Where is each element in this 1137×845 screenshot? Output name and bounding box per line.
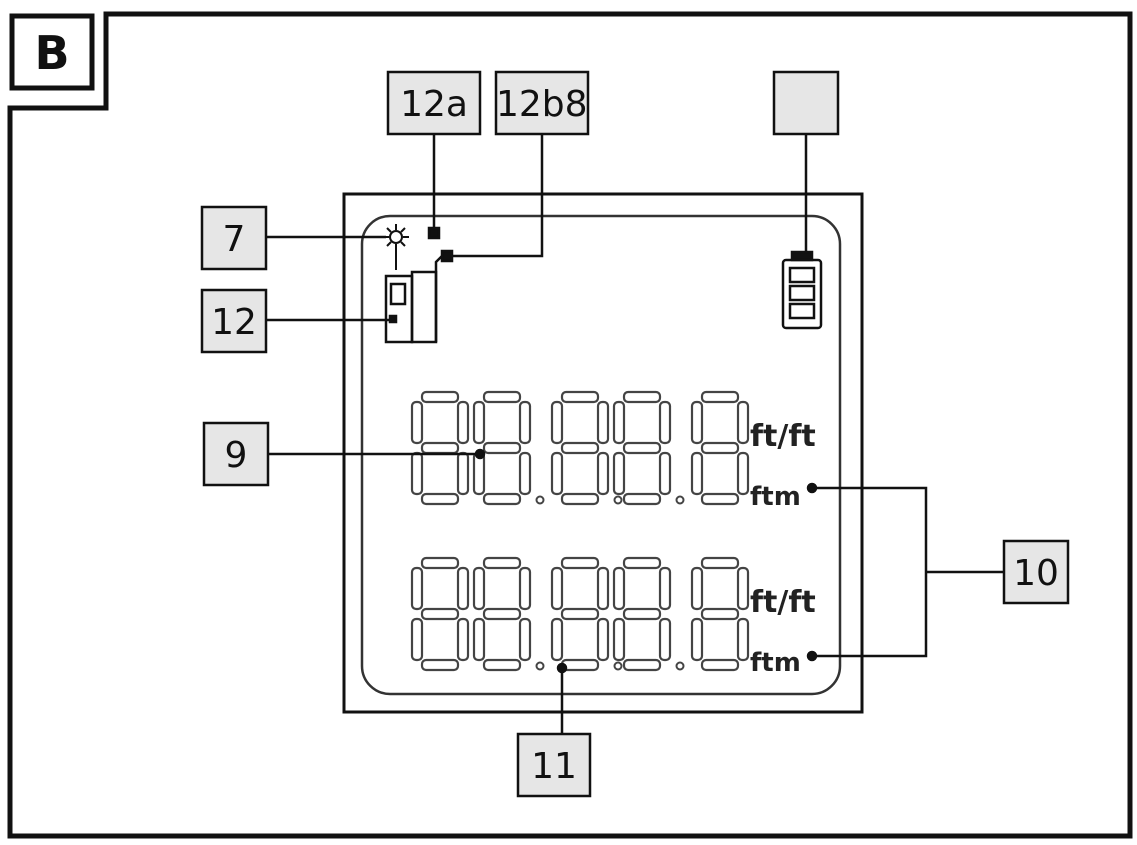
callout-battery <box>772 70 840 136</box>
decimal-point <box>613 661 623 671</box>
callout-12: 12 <box>200 288 268 354</box>
callout-7: 7 <box>200 205 268 271</box>
callout-label: 12 <box>211 302 257 343</box>
laser-icon <box>383 224 409 270</box>
callout-label: 12b8 <box>496 84 588 125</box>
callout-label: 9 <box>225 435 248 476</box>
callout-label: 10 <box>1013 553 1059 594</box>
callout-11: 11 <box>516 732 592 798</box>
lcd-digit <box>472 390 532 506</box>
callout-12a: 12a <box>386 70 482 136</box>
callout-9: 9 <box>202 421 270 487</box>
decimal-point <box>613 495 623 505</box>
lcd-digit <box>690 390 750 506</box>
decimal-point <box>535 661 545 671</box>
lcd-digit <box>612 390 672 506</box>
callout-12b: 12b8 <box>494 70 590 136</box>
lcd-digit <box>410 390 470 506</box>
callout-label: 11 <box>531 746 577 787</box>
lcd-digit <box>472 556 532 672</box>
decimal-point <box>535 495 545 505</box>
callout-10: 10 <box>1002 539 1070 605</box>
display-row-primary <box>410 390 750 506</box>
unit-indicator-top: ft/ft <box>750 585 816 620</box>
lcd-digit <box>690 556 750 672</box>
battery-icon <box>781 250 823 330</box>
lcd-digit <box>550 390 610 506</box>
decimal-point <box>675 495 685 505</box>
leader-lines <box>266 134 1004 734</box>
panel-letter-box <box>9 13 95 91</box>
unit-indicator-bottom: ftm <box>750 482 801 512</box>
outer-frame <box>7 11 1133 839</box>
unit-indicator-top: ft/ft <box>750 419 816 454</box>
decimal-point <box>675 661 685 671</box>
display-row-secondary <box>410 556 750 672</box>
callout-label: 7 <box>223 219 246 260</box>
lcd-digit <box>612 556 672 672</box>
unit-indicator-bottom: ftm <box>750 648 801 678</box>
panel-letter: B <box>34 26 69 80</box>
lcd-digit <box>550 556 610 672</box>
callout-label: 12a <box>400 84 468 125</box>
lcd-digit <box>410 556 470 672</box>
